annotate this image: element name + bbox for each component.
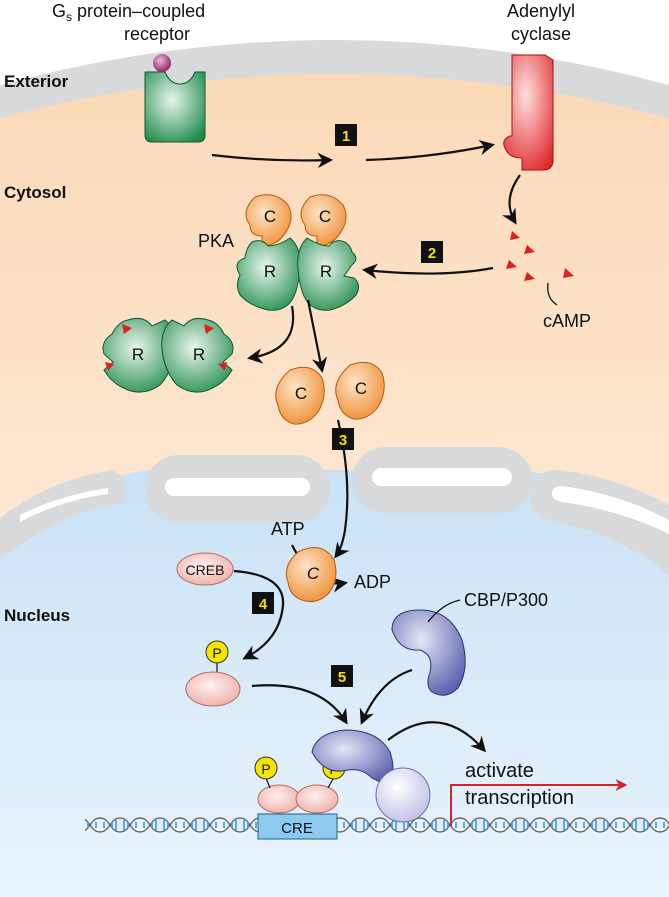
free-c-subunit: C — [275, 366, 325, 425]
svg-text:C: C — [355, 379, 367, 398]
arrow-pka-to-free-c — [306, 299, 328, 374]
exterior-label: Exterior — [4, 72, 69, 91]
arrow-c-into-nucleus — [334, 419, 350, 559]
svg-text:R: R — [264, 262, 276, 281]
free-c-subunit: C — [335, 361, 385, 420]
step-3-badge: 3 — [332, 428, 354, 450]
step-1-badge: 1 — [335, 124, 357, 146]
pka-holoenzyme: PKA C C R R — [198, 194, 360, 311]
cbp-label: CBP/P300 — [464, 590, 548, 610]
pka-c-subunit: C — [300, 194, 347, 247]
svg-text:C: C — [319, 207, 331, 226]
cyclase-label-line2: cyclase — [511, 24, 571, 44]
ligand — [153, 54, 171, 72]
receptor-label-line1: Gs protein–coupled — [52, 1, 205, 24]
nucleus-label: Nucleus — [4, 606, 70, 625]
atp-label: ATP — [271, 519, 305, 539]
activate-label-line2: transcription — [465, 787, 574, 809]
nuclear-envelope — [0, 447, 669, 575]
svg-text:P: P — [261, 761, 270, 777]
svg-text:P: P — [212, 645, 221, 661]
creb-protein: CREB — [176, 552, 234, 586]
arrow-creb-phosphorylation — [233, 569, 285, 660]
pka-r-subunit: R — [236, 237, 301, 311]
arrow-camp-to-pka — [361, 263, 494, 279]
camp-label: cAMP — [543, 311, 591, 331]
cytosol-label: Cytosol — [4, 183, 66, 202]
step-4-badge: 4 — [252, 592, 274, 614]
arrow-to-activate — [387, 721, 487, 753]
svg-text:R: R — [193, 345, 205, 364]
nuclear-c-subunit: C — [285, 547, 337, 602]
pka-c-subunit: C — [245, 194, 292, 247]
receptor-label-line2: receptor — [124, 24, 190, 44]
gs-receptor — [144, 54, 206, 143]
svg-text:R: R — [320, 262, 332, 281]
phosphate-group — [254, 756, 278, 780]
svg-text:2: 2 — [428, 245, 436, 262]
pka-r-subunit: R — [297, 237, 360, 311]
phosphate-group — [205, 640, 229, 664]
activate-label-line1: activate — [465, 760, 534, 782]
camp-leader-line — [547, 282, 558, 306]
cre-element: CRE — [257, 813, 338, 840]
r-dimer-camp-bound: R R — [102, 318, 234, 393]
adenylyl-cyclase — [503, 54, 554, 171]
transcription-factor-sphere — [375, 767, 431, 823]
svg-text:3: 3 — [339, 432, 347, 449]
cyclase-label-line1: Adenylyl — [507, 1, 575, 21]
svg-text:5: 5 — [338, 669, 346, 686]
svg-text:R: R — [132, 345, 144, 364]
step-5-badge: 5 — [331, 665, 353, 687]
arrow-step1-to-cyclase — [365, 139, 496, 162]
step-2-badge: 2 — [421, 241, 443, 263]
arrow-receptor-to-step1 — [211, 152, 334, 169]
arrow-pcreb-to-complex — [251, 684, 348, 725]
dna-helix — [85, 812, 669, 842]
camp-molecules — [506, 231, 574, 281]
svg-text:C: C — [264, 207, 276, 226]
pka-label: PKA — [198, 231, 234, 251]
svg-text:1: 1 — [342, 128, 350, 145]
svg-text:4: 4 — [259, 596, 268, 613]
cre-label: CRE — [281, 820, 313, 837]
adp-label: ADP — [354, 572, 391, 592]
arrow-pka-to-r-dimer — [246, 305, 295, 364]
cbp-p300: CBP/P300 — [391, 590, 548, 696]
arrow-cbp-to-complex — [359, 668, 413, 725]
phospho-creb: P — [185, 640, 241, 707]
creb-label: CREB — [186, 562, 225, 578]
transcription-start-arrow — [450, 779, 628, 826]
svg-text:C: C — [295, 384, 307, 403]
bound-cbp-complex — [311, 729, 431, 823]
arrow-cyclase-to-camp — [502, 174, 521, 225]
svg-text:C: C — [307, 564, 320, 583]
